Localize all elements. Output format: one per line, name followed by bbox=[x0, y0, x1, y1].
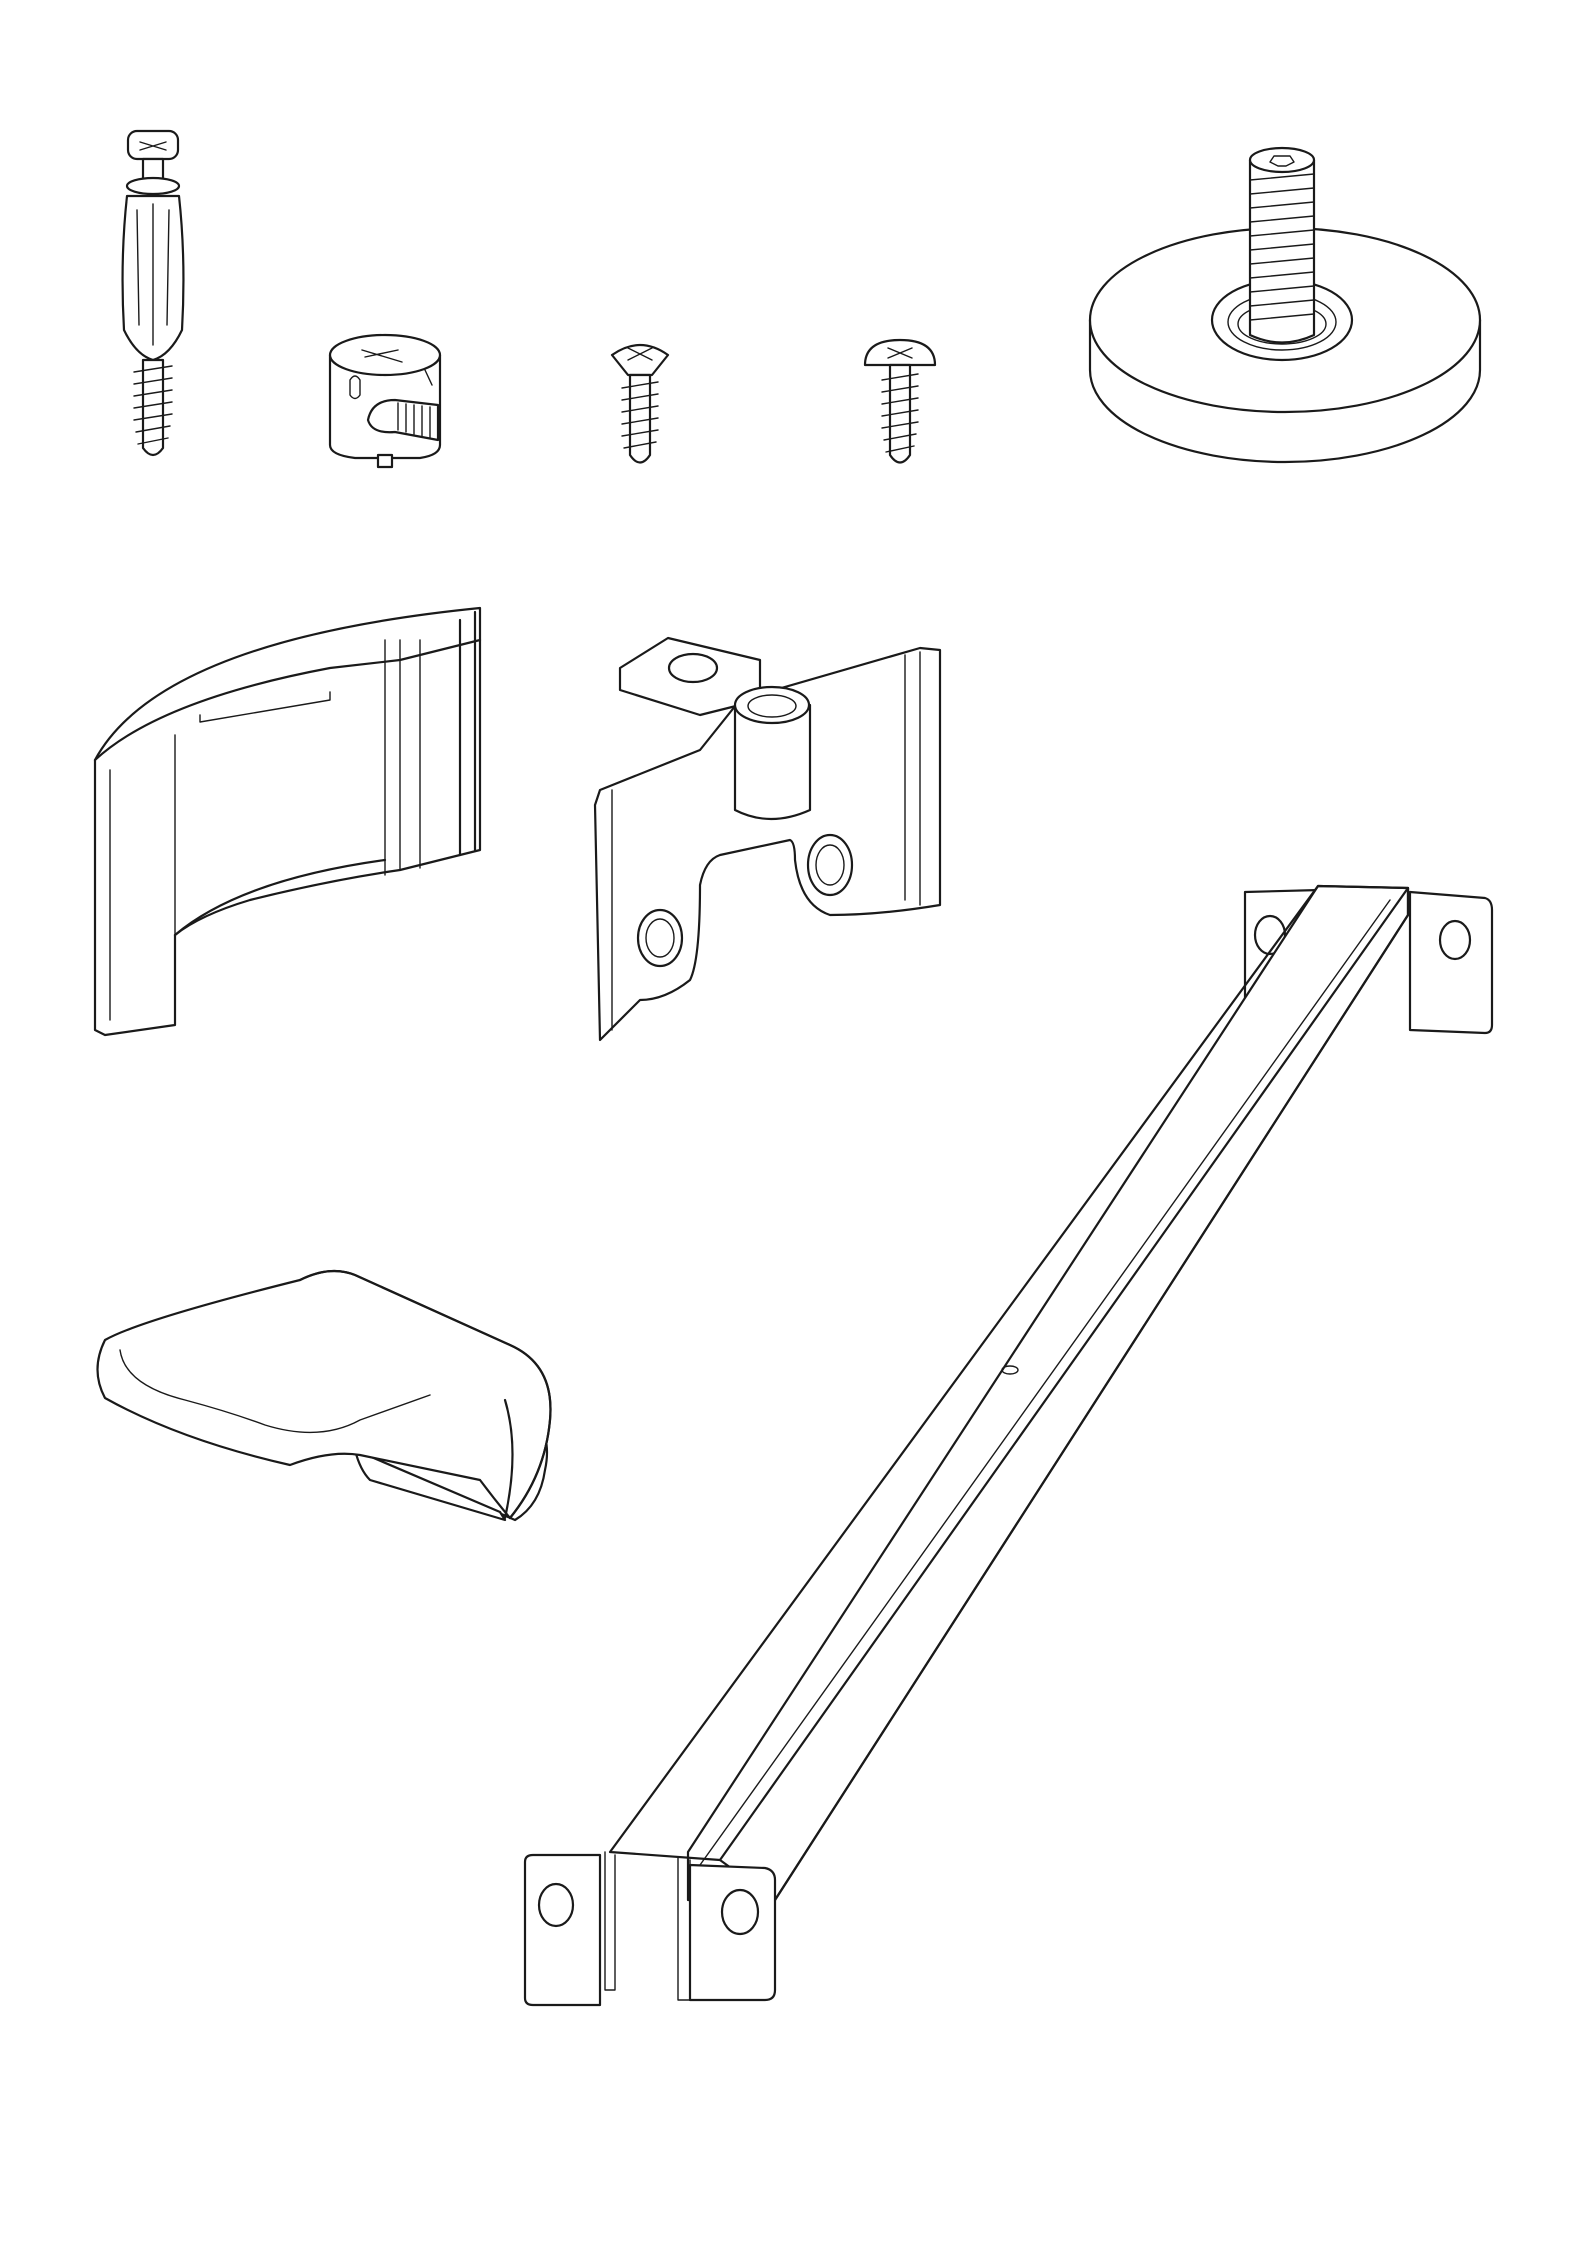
screw-icon bbox=[612, 345, 668, 463]
screw-icon bbox=[865, 340, 935, 463]
hinge-icon bbox=[595, 638, 940, 1040]
handle-icon bbox=[98, 1271, 551, 1520]
leveling-foot-icon bbox=[1090, 148, 1480, 462]
cam-lock-icon bbox=[330, 335, 440, 467]
clip-icon bbox=[95, 608, 480, 1035]
cam-bolt-icon bbox=[123, 131, 184, 455]
rail-icon bbox=[525, 886, 1492, 2005]
